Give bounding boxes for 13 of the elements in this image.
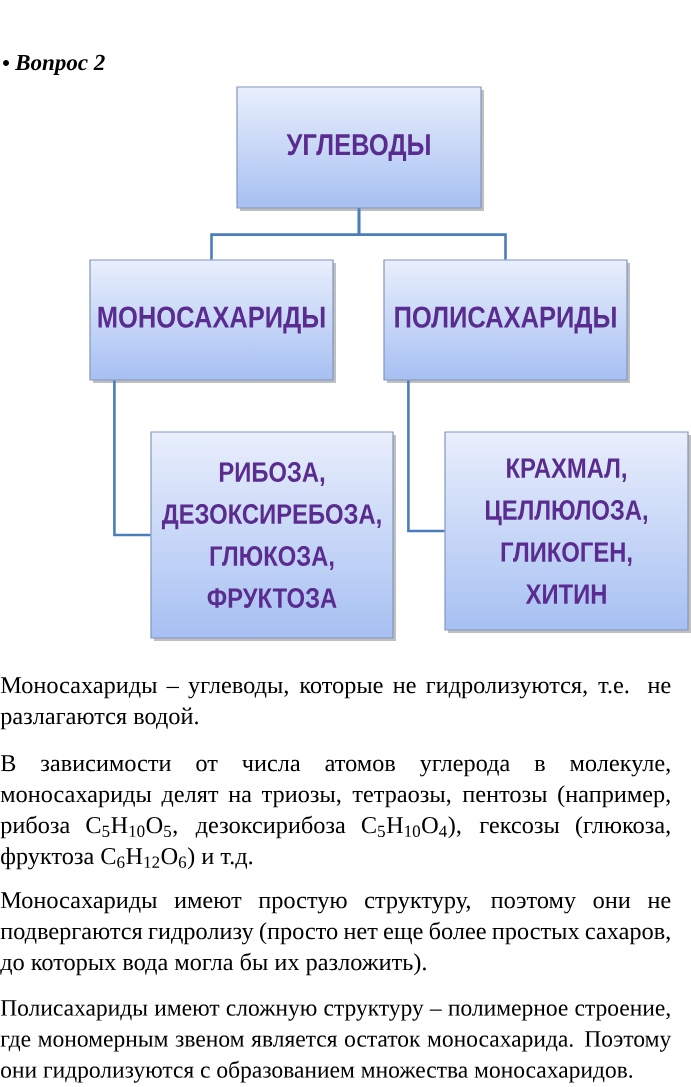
category-box: КРАХМАЛ, ЦЕЛЛЮЛОЗА, ГЛИКОГЕН, ХИТИН [444, 431, 691, 633]
category-box: УГЛЕВОДЫ [236, 86, 484, 211]
paragraph: В зависимости от числа атомов углерода в молекуле, моносахариды делят на триозы, тетраозы, пентозы (например, рибоза C$_{5}$H$_{10}$O$_{5}$, дезоксирибоза C$_{5}$H$_{10}$O$_{4}$), гексозы (глюкоза, фруктоза C$_{6}$H$_{12}$O$_{6}$) и т.д. [0, 755, 670, 870]
paragraph: Моносахариды – углеводы, которые не гидролизуются, т.е. не разлагаются водой. [0, 677, 671, 730]
connector-line [357, 208, 507, 260]
connector-line [113, 380, 151, 537]
category-box: ПОЛИСАХАРИДЫ [383, 259, 630, 383]
category-box: РИБОЗА, ДЕЗОКСИРЕБОЗА, ГЛЮКОЗА, ФРУКТОЗА [150, 431, 396, 641]
connector-line [407, 380, 445, 533]
paragraph: Полисахариды имеют сложную структуру – полимерное строение, где мономерным звеном является остаток моносахарида. Поэтому они гидролизуются с образованием множества моносахаридов. [0, 1000, 672, 1083]
heading: Вопрос 2 [15, 54, 105, 75]
category-box: МОНОСАХАРИДЫ [89, 259, 336, 383]
paragraph: Моносахариды имеют простую структуру, поэтому они не подвергаются гидролизу (просто нет еще более простых сахаров, до которых вода могла бы их разложить). [0, 892, 671, 976]
